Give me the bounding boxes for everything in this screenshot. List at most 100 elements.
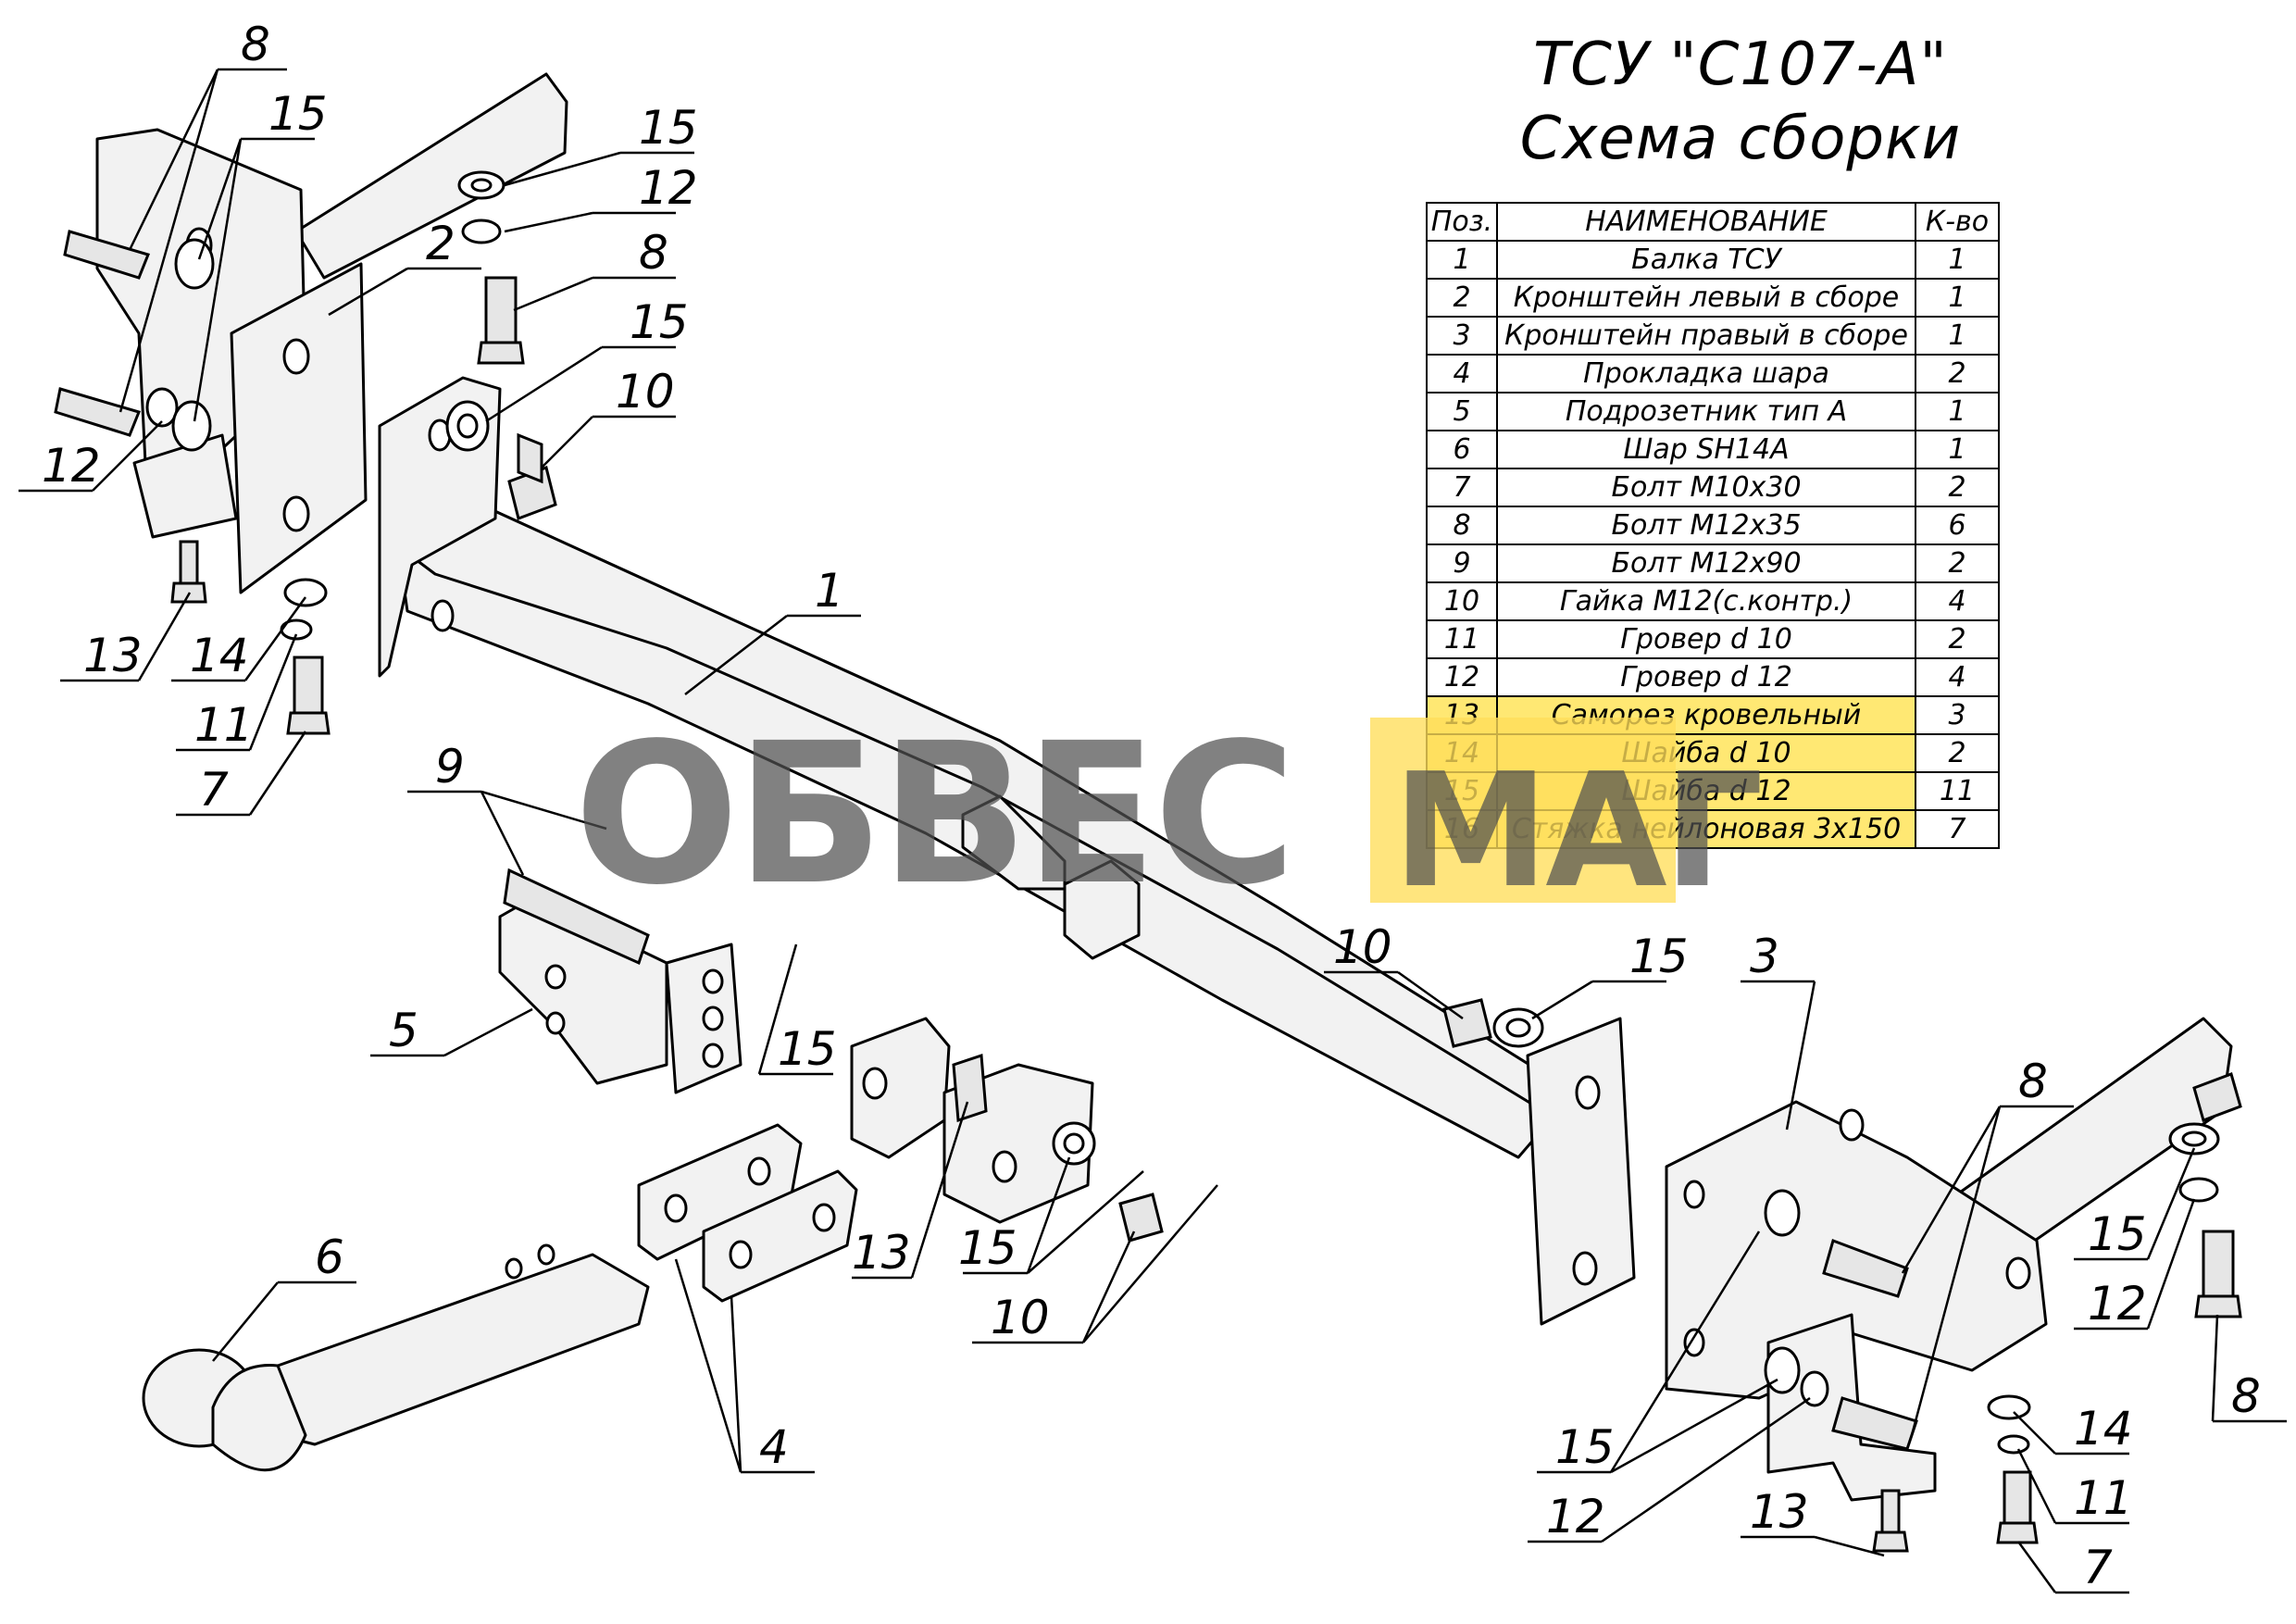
callout-11-b: 11 (2074, 1471, 2133, 1525)
callout-6: 6 (315, 1230, 344, 1284)
callout-15-c: 15 (630, 295, 689, 349)
cell-qty: 11 (1915, 771, 2000, 811)
cell-pos: 14 (1426, 733, 1498, 773)
cell-name: Болт М12х35 (1496, 506, 1916, 545)
cell-name: Кронштейн левый в сборе (1496, 278, 1916, 318)
callout-13-a: 13 (83, 629, 143, 682)
cell-pos: 5 (1426, 392, 1498, 431)
callout-12-a: 12 (639, 161, 698, 215)
cell-name: Прокладка шара (1496, 354, 1916, 394)
cell-qty: 4 (1915, 657, 2000, 697)
cell-name: Гровер d 10 (1496, 619, 1916, 659)
callout-3: 3 (1750, 930, 1779, 983)
cell-name: Балка ТСУ (1496, 240, 1916, 280)
cell-name: Саморез кровельный (1496, 695, 1916, 735)
drawing-title: ТСУ "С107-А" Схема сборки (1518, 28, 1963, 176)
title-line-1: ТСУ "С107-А" (1533, 31, 1948, 99)
cell-pos: 2 (1426, 278, 1498, 318)
cell-qty: 1 (1915, 316, 2000, 356)
cell-pos: 4 (1426, 354, 1498, 394)
callout-5: 5 (389, 1004, 418, 1057)
cell-qty: 2 (1915, 543, 2000, 583)
callout-15-h: 15 (1555, 1420, 1615, 1474)
cell-pos: 16 (1426, 809, 1498, 849)
callout-2: 2 (426, 217, 455, 270)
cell-qty: 1 (1915, 392, 2000, 431)
cell-pos: 3 (1426, 316, 1498, 356)
cell-name: Гровер d 12 (1496, 657, 1916, 697)
callout-10-a: 10 (616, 365, 675, 418)
callout-14-a: 14 (190, 629, 249, 682)
callout-11-a: 11 (194, 698, 254, 752)
cell-qty: 7 (1915, 809, 2000, 849)
callout-14-b: 14 (2074, 1402, 2133, 1455)
callout-15-a: 15 (268, 87, 328, 141)
cell-pos: 9 (1426, 543, 1498, 583)
left-bracket-plate (95, 128, 307, 520)
callout-13-b: 13 (852, 1226, 911, 1280)
cell-qty: 2 (1915, 468, 2000, 507)
cell-pos: 1 (1426, 240, 1498, 280)
cell-name: Болт М12х90 (1496, 543, 1916, 583)
callout-12-c: 12 (2088, 1277, 2147, 1330)
cell-qty: 2 (1915, 733, 2000, 773)
top-center-plate (1063, 859, 1141, 960)
cell-qty: 2 (1915, 619, 2000, 659)
callout-8-d: 8 (2231, 1369, 2261, 1423)
callout-12-b: 12 (42, 439, 101, 493)
cell-name: Шар SH14A (1496, 430, 1916, 469)
cell-pos: 15 (1426, 771, 1498, 811)
left-bracket-tube (294, 72, 568, 280)
callout-13-c: 13 (1750, 1485, 1809, 1539)
cell-qty: 2 (1915, 354, 2000, 394)
cell-qty: 3 (1915, 695, 2000, 735)
header-qty: К-во (1915, 202, 2000, 242)
callout-15-f: 15 (1629, 930, 1689, 983)
callout-8-c: 8 (2018, 1055, 2048, 1108)
header-pos: Поз. (1426, 202, 1498, 242)
callout-15-d: 15 (778, 1022, 837, 1076)
cell-qty: 4 (1915, 581, 2000, 621)
cell-name: Кронштейн правый в сборе (1496, 316, 1916, 356)
callout-9: 9 (435, 740, 465, 793)
callout-10-b: 10 (991, 1291, 1050, 1344)
callout-10-c: 10 (1333, 920, 1392, 974)
cell-name: Подрозетник тип А (1496, 392, 1916, 431)
cell-name: Стяжка нейлоновая 3х150 (1496, 809, 1916, 849)
callout-1: 1 (815, 564, 844, 618)
cell-qty: 6 (1915, 506, 2000, 545)
cell-pos: 6 (1426, 430, 1498, 469)
left-bracket-side (230, 262, 368, 594)
callout-8-b: 8 (639, 226, 668, 280)
callout-7-a: 7 (199, 763, 229, 817)
callout-15-e: 15 (958, 1221, 1017, 1275)
callout-7-b: 7 (2083, 1541, 2113, 1594)
cell-pos: 7 (1426, 468, 1498, 507)
tow-ball-neck (211, 1364, 307, 1472)
cell-pos: 13 (1426, 695, 1498, 735)
cell-qty: 1 (1915, 430, 2000, 469)
callout-12-d: 12 (1546, 1490, 1605, 1543)
callout-15-g: 15 (2088, 1207, 2147, 1261)
left-end-plate (378, 376, 502, 678)
right-end-plate (1526, 1017, 1636, 1326)
cell-name: Шайба d 10 (1496, 733, 1916, 773)
cell-name: Шайба d 12 (1496, 771, 1916, 811)
